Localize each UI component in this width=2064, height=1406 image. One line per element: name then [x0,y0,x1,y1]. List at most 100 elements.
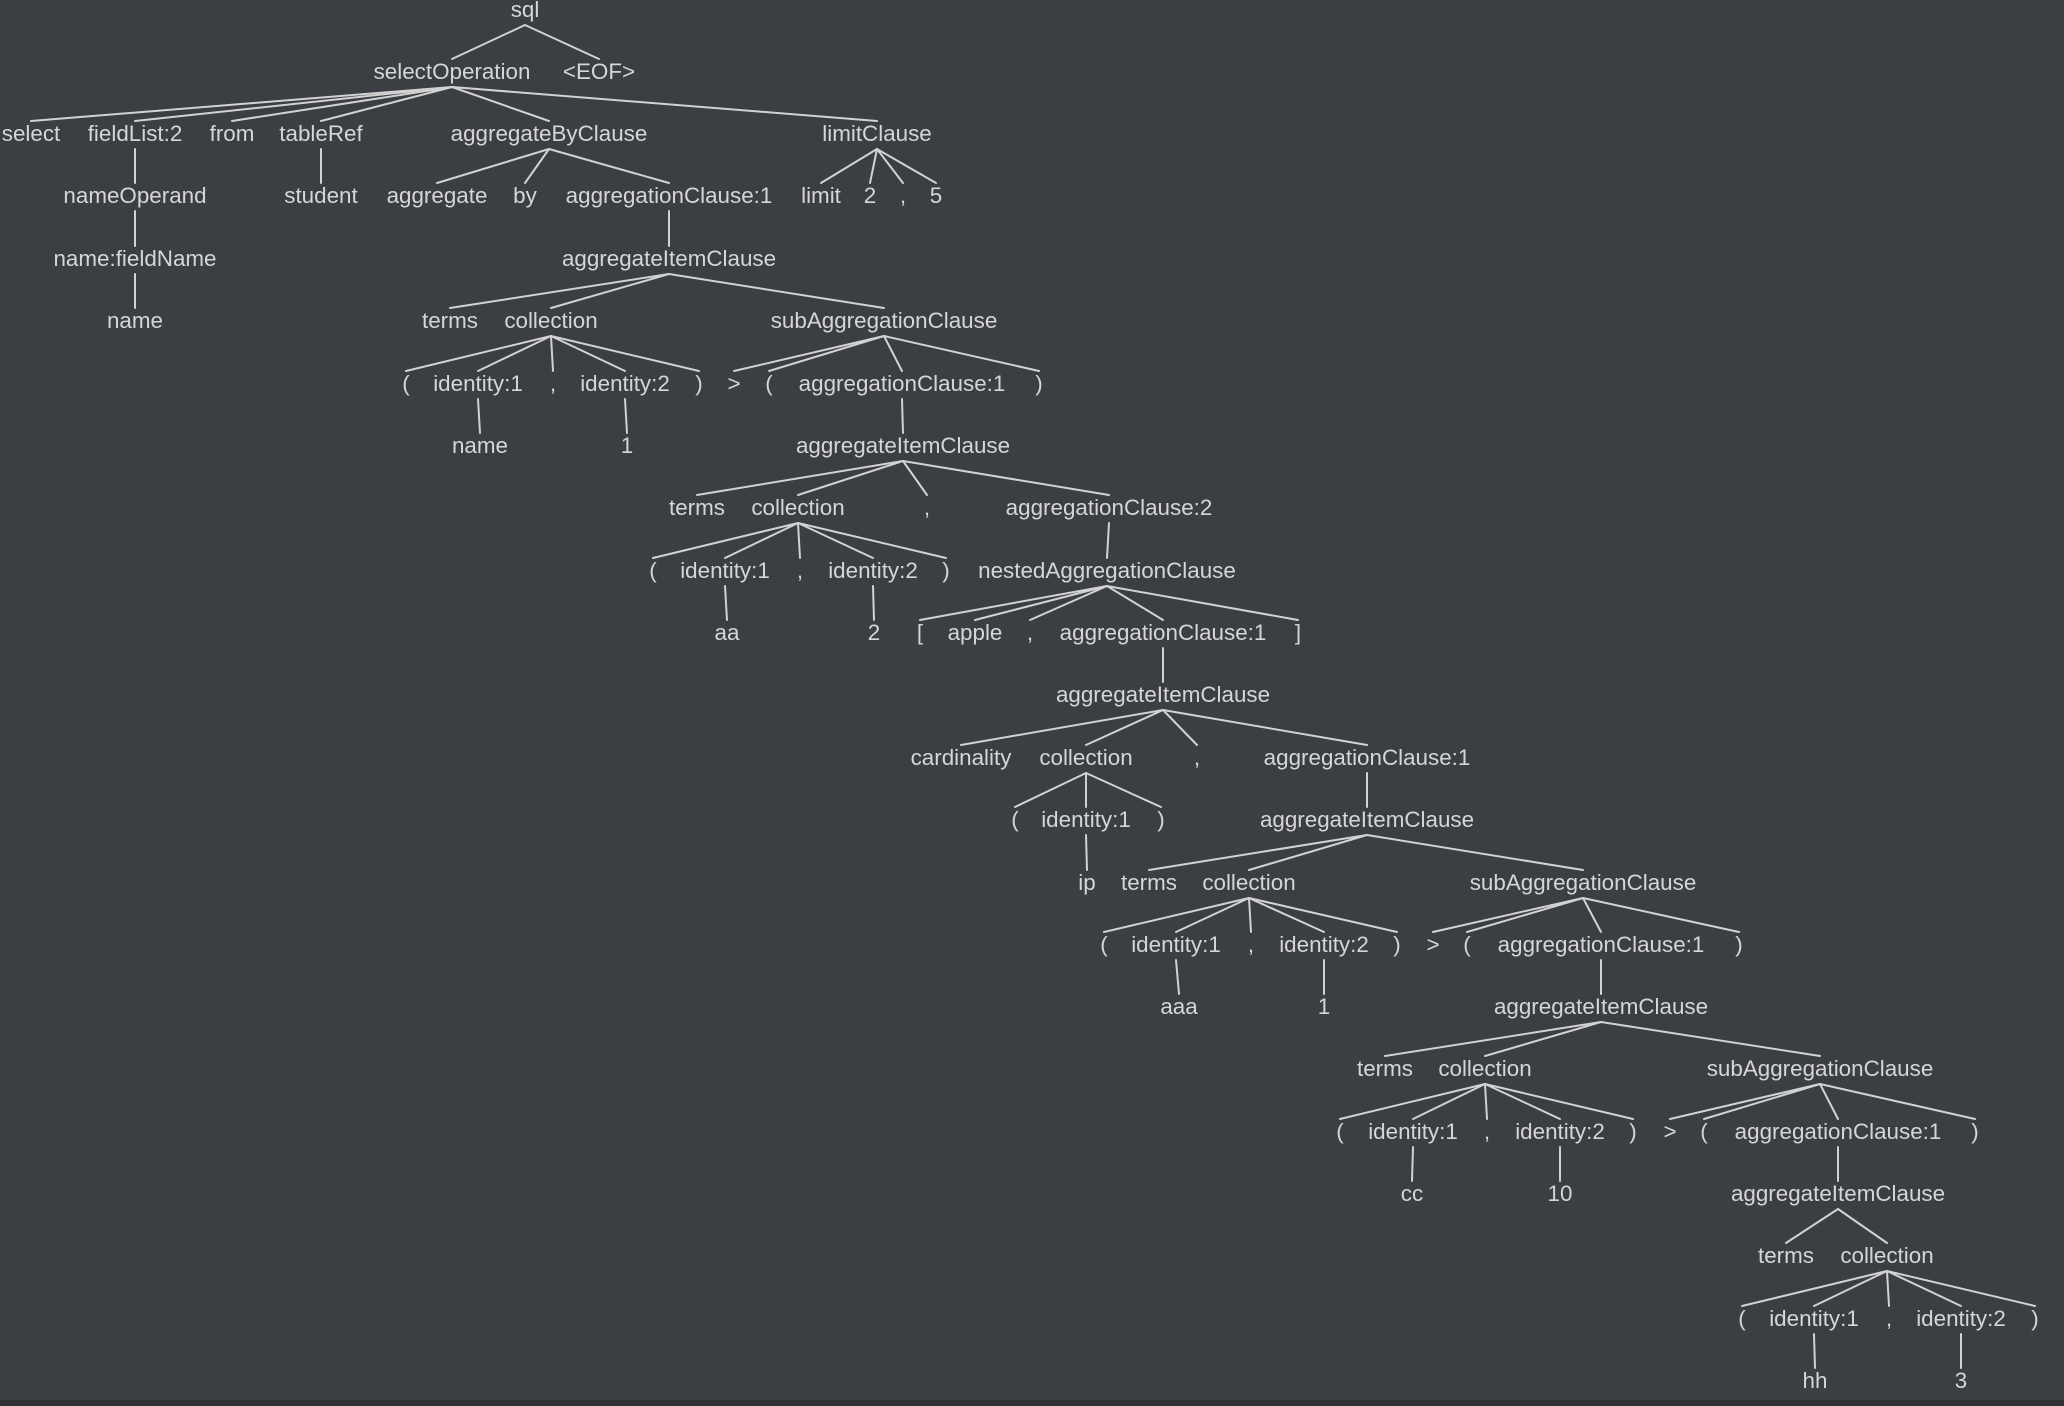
tree-edge [876,148,937,184]
tree-node-aggregate-item-clause: aggregateItemClause [1260,807,1474,832]
tree-edge [724,522,799,559]
tree-edge [820,148,878,184]
tree-node-identity-1: identity:1 [1769,1306,1859,1331]
tree-node-collection: collection [751,495,844,520]
tree-edge [901,398,904,434]
tree-edge [797,460,904,496]
tree-node-open-paren: ( [1700,1119,1708,1144]
tree-edge [134,86,453,122]
tree-node-ip: ip [1078,870,1095,895]
tree-edge [1248,897,1252,933]
tree-node-open-paren: ( [765,371,773,396]
tree-edges [30,24,2036,1369]
tree-node-terms: terms [669,495,725,520]
tree-node-by: by [513,183,537,208]
tree-edge [451,86,550,122]
tree-node-open-paren: ( [1463,932,1471,957]
tree-edge [960,709,1164,746]
tree-edge [696,460,904,496]
tree-edge [797,522,874,559]
tree-edge [1014,772,1087,808]
tree-edge [1175,959,1180,995]
tree-node-identity-2: identity:2 [1916,1306,2006,1331]
tree-node-sql: sql [511,0,540,22]
tree-node-collection: collection [1202,870,1295,895]
tree-edge [1669,1083,1821,1120]
tree-node-10: 10 [1548,1181,1573,1206]
tree-edge [1175,897,1250,933]
tree-edge [919,585,1108,621]
tree-edge [652,522,799,559]
tree-edge [869,148,878,184]
tree-node-sub-aggregation-clause: subAggregationClause [1707,1056,1934,1081]
tree-node-name-field-name: name:fieldName [53,246,216,271]
tree-edge [1411,1146,1414,1182]
tree-node-greater-than: > [1426,932,1439,957]
tree-node-collection: collection [1840,1243,1933,1268]
tree-node-sub-aggregation-clause: subAggregationClause [1470,870,1697,895]
tree-node-nested-aggregation-clause: nestedAggregationClause [978,558,1236,583]
tree-node-identity-2: identity:2 [1515,1119,1605,1144]
tree-edge [436,148,550,184]
tree-edge [1886,1270,1890,1307]
tree-edge [974,585,1108,621]
tree-edge [1248,834,1368,871]
tree-node-aggregation-clause-1: aggregationClause:1 [799,371,1006,396]
tree-node-1: 1 [621,433,633,458]
tree-edge [1886,1270,2036,1307]
tree-edge [876,148,904,184]
tree-edge [797,522,947,559]
tree-edge [1837,1208,1888,1244]
tree-node-terms: terms [1121,870,1177,895]
tree-node-close-paren: ) [1629,1119,1636,1144]
tree-node-comma: , [924,495,930,520]
tree-edge [1582,897,1740,933]
tree-node-eof: <EOF> [563,59,635,84]
tree-node-name: name [452,433,508,458]
tree-edge [451,86,878,122]
tree-node-apple: apple [948,620,1003,645]
window-bottom-edge [0,1400,2064,1406]
tree-edge [883,335,903,372]
tree-edge [449,273,670,309]
tree-node-name: name [107,308,163,333]
tree-node-open-paren: ( [1100,932,1108,957]
tree-node-from: from [210,121,255,146]
tree-node-aggregation-clause-1: aggregationClause:1 [1735,1119,1942,1144]
tree-node-collection: collection [1039,745,1132,770]
tree-edge [1366,834,1584,871]
tree-edge [1412,1083,1486,1120]
tree-node-comma: , [1194,745,1200,770]
tree-edge [1085,834,1088,871]
tree-node-comma: , [1886,1306,1892,1331]
tree-edge [1162,709,1198,746]
tree-node-identity-1: identity:1 [680,558,770,583]
tree-node-close-paren: ) [942,558,949,583]
tree-edge [1148,834,1368,871]
tree-edge [1106,585,1164,621]
tree-edge [1600,1021,1821,1057]
tree-edge [624,398,628,434]
tree-node-aggregation-clause-1: aggregationClause:1 [566,183,773,208]
tree-node-identity-1: identity:1 [1131,932,1221,957]
tree-node-hh: hh [1803,1368,1828,1393]
tree-edge [1384,1021,1602,1057]
tree-node-aggregate-item-clause: aggregateItemClause [1056,682,1270,707]
tree-node-cardinality: cardinality [911,745,1013,770]
tree-node-aa: aa [715,620,740,645]
tree-node-close-paren: ) [1971,1119,1978,1144]
tree-node-aggregate-item-clause: aggregateItemClause [796,433,1010,458]
tree-edge [405,335,552,372]
tree-node-3: 3 [1955,1368,1967,1393]
tree-edge [1339,1083,1486,1120]
tree-node-name-operand: nameOperand [63,183,206,208]
tree-edge [1248,897,1398,933]
tree-edge [477,398,481,434]
tree-edge [1582,897,1602,933]
tree-node-collection: collection [504,308,597,333]
tree-edge [1106,522,1110,559]
tree-node-comma: , [1484,1119,1490,1144]
tree-node-aggregation-clause-1: aggregationClause:1 [1060,620,1267,645]
tree-node-field-list-2: fieldList:2 [88,121,183,146]
tree-node-terms: terms [1758,1243,1814,1268]
